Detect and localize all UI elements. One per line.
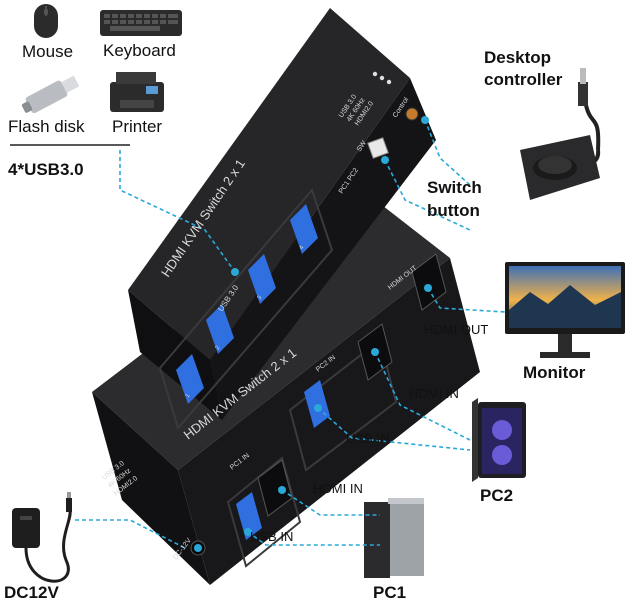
connection-dots <box>194 116 432 552</box>
keyboard-icon <box>100 10 182 36</box>
top-port-num-4: 4 <box>299 244 306 251</box>
top-port-num-3: 3 <box>257 294 264 301</box>
usb-hub-label: 4*USB3.0 <box>8 160 84 179</box>
power-adapter-icon <box>12 492 72 583</box>
printer-icon <box>110 72 164 112</box>
pc1-hdmi-in-label: HDMI IN <box>313 481 363 496</box>
pc2-usb-in-label: USB IN <box>346 431 390 446</box>
monitor-icon <box>505 262 625 358</box>
pc2-hdmi-in-label: HDMI IN <box>409 386 459 401</box>
pc1-tower-icon <box>364 498 424 578</box>
pc1-usb-port <box>236 492 262 540</box>
power-label: DC12V <box>4 583 59 602</box>
control-jack <box>405 107 419 121</box>
mouse-icon <box>34 4 58 38</box>
kvm-device-front <box>128 8 436 431</box>
pc2-usb-port <box>304 380 330 428</box>
monitor-label: Monitor <box>523 363 586 382</box>
desktop-controller-label-2: controller <box>484 70 563 89</box>
printer-label: Printer <box>112 117 163 136</box>
pc2-tower-icon <box>472 398 526 482</box>
usb-port-1 <box>176 354 204 404</box>
switch-button-label-2: button <box>427 201 480 220</box>
hdmi-out-port <box>411 253 447 311</box>
hdmi-out-label: HDMI OUT <box>424 322 489 337</box>
pc1-usb-in-label: USB IN <box>250 529 294 544</box>
flash-disk-label: Flash disk <box>8 117 85 136</box>
keyboard-label: Keyboard <box>103 41 176 60</box>
usb-port-4 <box>290 204 318 254</box>
flash-disk-icon <box>21 75 80 114</box>
pc1-hdmi-port <box>257 459 293 517</box>
usb-port-3 <box>248 254 276 304</box>
usb-port-2 <box>206 304 234 354</box>
connection-lines <box>75 119 506 549</box>
desktop-controller-icon <box>520 68 601 200</box>
pc1-label: PC1 <box>373 583 407 602</box>
top-port-num-2: 2 <box>215 344 222 351</box>
top-port-num-1: 1 <box>185 392 192 399</box>
mouse-label: Mouse <box>22 42 74 61</box>
pc2-label: PC2 <box>480 486 514 505</box>
switch-button-label-1: Switch <box>427 178 482 197</box>
desktop-controller-label-1: Desktop <box>484 48 552 67</box>
switch-button <box>367 137 389 159</box>
